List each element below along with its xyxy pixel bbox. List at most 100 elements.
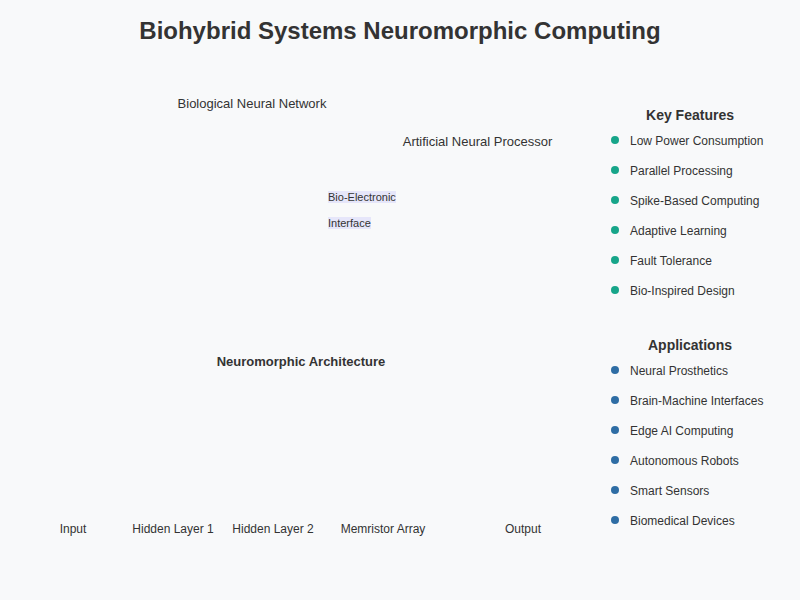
node-heading: Artificial Neural Processor bbox=[347, 134, 608, 150]
neuron bbox=[163, 371, 183, 391]
neuron bbox=[513, 431, 533, 451]
output-neurons bbox=[513, 401, 533, 481]
node-content: ApplicationsNeural ProstheticsBrain-Mach… bbox=[600, 330, 780, 535]
neuron bbox=[513, 401, 533, 421]
feature-text: Fault Tolerance bbox=[630, 253, 712, 269]
feature-text: Neural Prosthetics bbox=[630, 363, 728, 379]
bullet-dot bbox=[611, 426, 619, 434]
list-item: Spike-Based Computing bbox=[600, 185, 780, 215]
feature-text: Adaptive Learning bbox=[630, 223, 727, 239]
bullet-dot bbox=[611, 256, 619, 264]
bullet-dot bbox=[611, 486, 619, 494]
column-label: Hidden Layer 1 bbox=[132, 522, 213, 536]
hidden-neurons-2 bbox=[263, 381, 283, 491]
architecture-panel: Neuromorphic Architecture bbox=[22, 350, 580, 549]
bullet-dot bbox=[611, 366, 619, 374]
list-item: Biomedical Devices bbox=[600, 505, 780, 535]
neuron bbox=[163, 431, 183, 451]
bullet-dot bbox=[611, 456, 619, 464]
feature-text: Bio-Inspired Design bbox=[630, 283, 735, 299]
column-label: Output bbox=[505, 522, 541, 536]
key-features-panel: Key FeaturesLow Power ConsumptionParalle… bbox=[600, 100, 780, 305]
node-heading: Applications bbox=[600, 335, 780, 355]
neuron bbox=[163, 491, 183, 511]
neuron bbox=[263, 441, 283, 461]
bullet-dot bbox=[611, 286, 619, 294]
list-item: Brain-Machine Interfaces bbox=[600, 385, 780, 415]
feature-text: Edge AI Computing bbox=[630, 423, 733, 439]
column-label: Memristor Array bbox=[341, 522, 426, 536]
neuron-links bbox=[167, 148, 337, 238]
connector-label-wrap: Bio-Electronic Interface bbox=[328, 184, 408, 236]
bullet-dot bbox=[611, 166, 619, 174]
list-item: Smart Sensors bbox=[600, 475, 780, 505]
box-outline bbox=[417, 158, 538, 278]
neuron bbox=[295, 226, 319, 250]
node-heading: Neuromorphic Architecture bbox=[22, 354, 580, 370]
input-neurons bbox=[63, 381, 83, 491]
node-content: Neuromorphic Architecture bbox=[22, 354, 580, 370]
neuron bbox=[153, 144, 181, 172]
neural-processor-box: Artificial Neural Processor bbox=[417, 158, 538, 278]
neuron bbox=[321, 132, 353, 164]
neuron bbox=[250, 161, 284, 195]
neuron bbox=[196, 207, 218, 229]
bullet-dot bbox=[611, 136, 619, 144]
list-item: Edge AI Computing bbox=[600, 415, 780, 445]
neuron bbox=[263, 381, 283, 401]
neuron bbox=[63, 381, 83, 401]
node-content: Key FeaturesLow Power ConsumptionParalle… bbox=[600, 100, 780, 305]
box-outline bbox=[22, 350, 580, 549]
hidden-neurons-1 bbox=[163, 371, 183, 511]
feature-text: Autonomous Robots bbox=[630, 453, 739, 469]
connector-label: Bio-Electronic Interface bbox=[328, 191, 396, 229]
list-item: Parallel Processing bbox=[600, 155, 780, 185]
feature-text: Spike-Based Computing bbox=[630, 193, 759, 209]
feature-text: Low Power Consumption bbox=[630, 133, 763, 149]
neuron bbox=[513, 461, 533, 481]
column-label-wrap: Hidden Layer 1 bbox=[113, 519, 233, 537]
diagram-title: Biohybrid Systems Neuromorphic Computing bbox=[0, 16, 800, 46]
node-content: Biological Neural Network bbox=[116, 96, 388, 112]
neuron bbox=[263, 471, 283, 491]
node-heading: Key Features bbox=[600, 105, 780, 125]
neuron bbox=[163, 461, 183, 481]
list-item: Adaptive Learning bbox=[600, 215, 780, 245]
processor-grid-lines bbox=[427, 168, 527, 268]
column-label-wrap: Output bbox=[463, 519, 583, 537]
node-heading: Biological Neural Network bbox=[116, 96, 388, 112]
neuron bbox=[63, 411, 83, 431]
feature-text: Brain-Machine Interfaces bbox=[630, 393, 763, 409]
feature-text: Parallel Processing bbox=[630, 163, 733, 179]
memristor-grid-lines bbox=[343, 391, 423, 471]
applications-panel: ApplicationsNeural ProstheticsBrain-Mach… bbox=[600, 330, 780, 535]
neuron bbox=[63, 471, 83, 491]
title-wrap: Biohybrid Systems Neuromorphic Computing bbox=[0, 16, 800, 46]
neuron bbox=[63, 441, 83, 461]
node-content: Artificial Neural Processor bbox=[417, 158, 538, 174]
column-label-wrap: Memristor Array bbox=[323, 519, 443, 537]
list-item: Low Power Consumption bbox=[600, 125, 780, 155]
interface-connector bbox=[388, 210, 417, 218]
neuron bbox=[163, 401, 183, 421]
network-links bbox=[73, 381, 523, 501]
processor-grid bbox=[427, 168, 527, 268]
feature-text: Smart Sensors bbox=[630, 483, 709, 499]
bullet-dot bbox=[611, 226, 619, 234]
column-label-wrap: Hidden Layer 2 bbox=[213, 519, 333, 537]
list-item: Neural Prosthetics bbox=[600, 355, 780, 385]
column-label: Input bbox=[60, 522, 87, 536]
bullet-dot bbox=[611, 516, 619, 524]
feature-text: Biomedical Devices bbox=[630, 513, 735, 529]
neurons bbox=[153, 132, 353, 250]
column-label: Hidden Layer 2 bbox=[232, 522, 313, 536]
list-item: Autonomous Robots bbox=[600, 445, 780, 475]
list-item: Fault Tolerance bbox=[600, 245, 780, 275]
neuron bbox=[263, 411, 283, 431]
bullet-dot bbox=[611, 196, 619, 204]
column-label-wrap: Input bbox=[13, 519, 133, 537]
memristor-array bbox=[343, 391, 423, 471]
